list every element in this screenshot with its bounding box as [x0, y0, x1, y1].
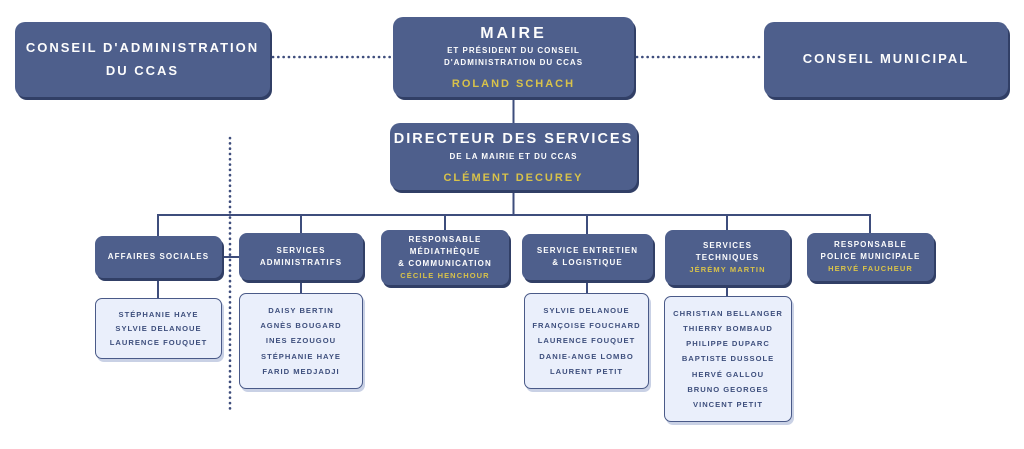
- staff-name: BAPTISTE DUSSOLE: [681, 354, 775, 364]
- staff-name: LAURENT PETIT: [550, 366, 623, 376]
- dept-title: AFFAIRES SOCIALES: [107, 252, 210, 261]
- staff-name: FRANÇOISE FOUCHARD: [532, 321, 641, 331]
- dept-head-name: CÉCILE HENCHOUR: [400, 270, 490, 280]
- dept-head-name: JÉRÉMY MARTIN: [689, 264, 766, 274]
- dept-title: TECHNIQUES: [695, 252, 760, 262]
- ccas-board-title-line1: CONSEIL D'ADMINISTRATION: [25, 40, 260, 56]
- dept-title: SERVICE ENTRETIEN: [536, 246, 639, 255]
- director-title: DIRECTEUR DES SERVICES: [393, 131, 634, 148]
- dept-police-municipale: RESPONSABLE POLICE MUNICIPALE HERVÉ FAUC…: [807, 233, 934, 281]
- staff-name: THIERRY BOMBAUD: [683, 324, 773, 334]
- staff-name: HERVÉ GALLOU: [691, 369, 765, 379]
- staff-list-affaires-sociales: STÉPHANIE HAYE SYLVIE DELANOUE LAURENCE …: [95, 298, 222, 359]
- dept-title: MÉDIATHÈQUE: [409, 246, 481, 256]
- staff-name: BRUNO GEORGES: [687, 384, 769, 394]
- dept-title: & LOGISTIQUE: [552, 258, 623, 267]
- staff-name: LAURENCE FOUQUET: [109, 337, 208, 347]
- staff-name: PHILIPPE DUPARC: [686, 339, 770, 349]
- staff-list-entretien-logistique: SYLVIE DELANOUE FRANÇOISE FOUCHARD LAURE…: [524, 293, 649, 389]
- staff-name: DAISY BERTIN: [268, 306, 334, 316]
- ccas-board-title-line2: DU CCAS: [105, 62, 180, 78]
- dept-title: RESPONSABLE: [834, 240, 907, 250]
- dept-entretien-logistique: SERVICE ENTRETIEN & LOGISTIQUE: [522, 234, 653, 280]
- director-subtitle: DE LA MAIRIE ET DU CCAS: [449, 151, 578, 161]
- staff-name: AGNÈS BOUGARD: [260, 321, 342, 331]
- staff-list-services-techniques: CHRISTIAN BELLANGER THIERRY BOMBAUD PHIL…: [664, 296, 792, 422]
- box-maire: MAIRE ET PRÉSIDENT DU CONSEIL D'ADMINIST…: [393, 17, 634, 97]
- staff-name: SYLVIE DELANOUE: [543, 306, 630, 316]
- dept-title: ADMINISTRATIFS: [259, 257, 343, 267]
- dept-title: SERVICES: [702, 240, 753, 250]
- municipal-council-title: CONSEIL MUNICIPAL: [802, 51, 970, 67]
- box-conseil-administration-ccas: CONSEIL D'ADMINISTRATION DU CCAS: [15, 22, 270, 97]
- staff-name: DANIE-ANGE LOMBO: [539, 351, 634, 361]
- dept-mediatheque-communication: RESPONSABLE MÉDIATHÈQUE & COMMUNICATION …: [381, 230, 509, 285]
- box-directeur-services: DIRECTEUR DES SERVICES DE LA MAIRIE ET D…: [390, 123, 637, 190]
- dept-title: POLICE MUNICIPALE: [820, 252, 921, 262]
- dept-services-administratifs: SERVICES ADMINISTRATIFS: [239, 233, 363, 280]
- dept-title: RESPONSABLE: [408, 234, 482, 244]
- mayor-name: ROLAND SCHACH: [451, 78, 576, 91]
- dept-services-techniques: SERVICES TECHNIQUES JÉRÉMY MARTIN: [665, 230, 790, 285]
- staff-name: LAURENCE FOUQUET: [537, 336, 636, 346]
- staff-name: CHRISTIAN BELLANGER: [673, 309, 783, 319]
- dept-title: SERVICES: [276, 245, 326, 255]
- staff-list-services-administratifs: DAISY BERTIN AGNÈS BOUGARD INES EZOUGOU …: [239, 293, 363, 389]
- staff-name: STÉPHANIE HAYE: [118, 309, 199, 319]
- dept-head-name: HERVÉ FAUCHEUR: [828, 264, 913, 274]
- box-conseil-municipal: CONSEIL MUNICIPAL: [764, 22, 1008, 97]
- mayor-subtitle: ET PRÉSIDENT DU CONSEIL D'ADMINISTRATION…: [443, 46, 584, 68]
- staff-name: SYLVIE DELANOUE: [115, 323, 202, 333]
- director-name: CLÉMENT DECUREY: [443, 171, 584, 184]
- mayor-title: MAIRE: [480, 24, 547, 42]
- dept-title: & COMMUNICATION: [398, 258, 492, 268]
- dept-affaires-sociales: AFFAIRES SOCIALES: [95, 236, 222, 278]
- staff-name: VINCENT PETIT: [693, 399, 763, 409]
- staff-name: INES EZOUGOU: [265, 336, 337, 346]
- staff-name: STÉPHANIE HAYE: [261, 351, 341, 361]
- staff-name: FARID MEDJADJI: [262, 366, 340, 376]
